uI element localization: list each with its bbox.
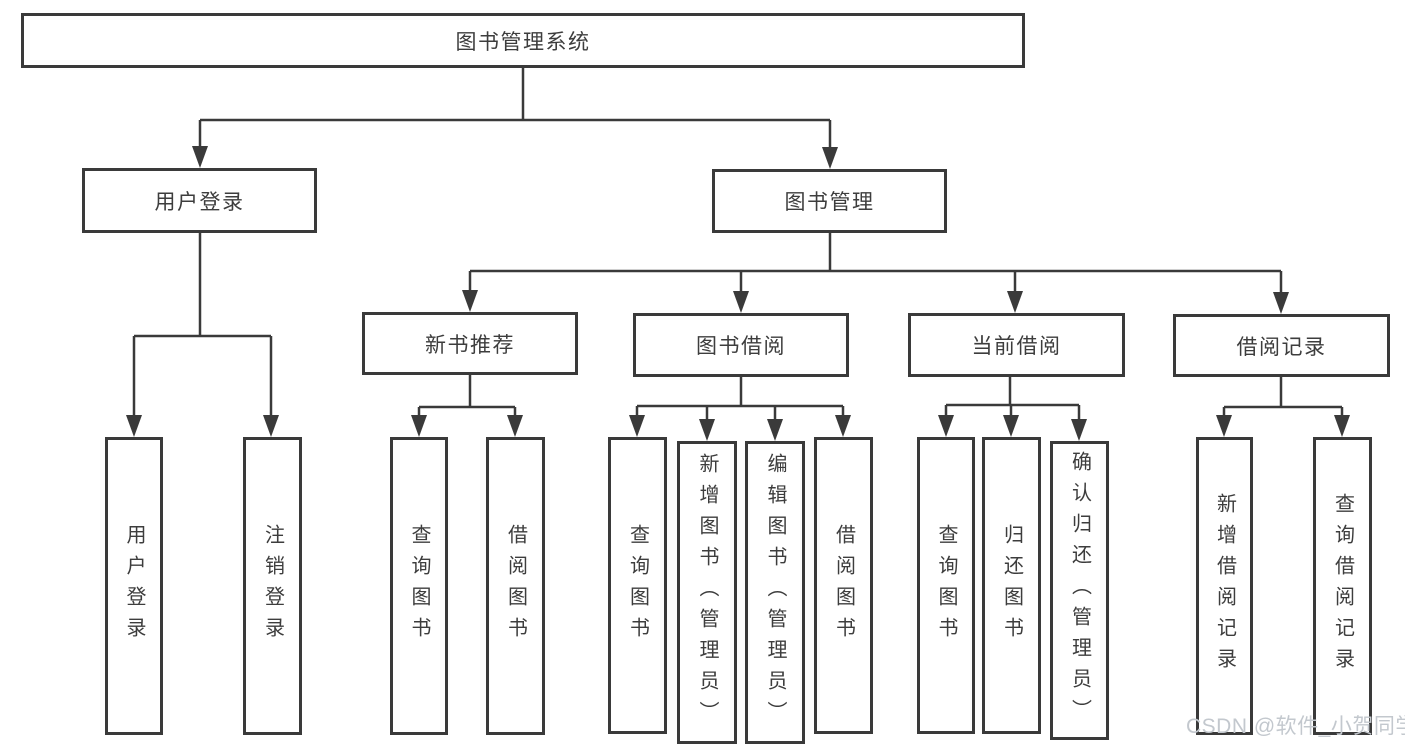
node-new-book-recommend: 新书推荐 bbox=[362, 312, 578, 375]
node-book-borrowing: 图书借阅 bbox=[633, 313, 849, 377]
leaf-recommend-query-book: 查询图书 bbox=[390, 437, 448, 735]
leaf-borrow-borrow-book: 借阅图书 bbox=[814, 437, 873, 734]
watermark: CSDN @软件_小贺同学 bbox=[1186, 715, 1405, 738]
arrowheads bbox=[126, 146, 1350, 441]
leaf-user-login-label: 用户登录 bbox=[123, 524, 145, 648]
leaf-current-return-book: 归还图书 bbox=[982, 437, 1041, 734]
node-new-book-recommend-label: 新书推荐 bbox=[425, 333, 515, 357]
node-book-management-module-label: 图书管理 bbox=[784, 191, 875, 214]
leaf-borrow-add-book-admin-label: 新增图书（管理员） bbox=[696, 453, 718, 732]
node-current-borrowing-label: 当前借阅 bbox=[971, 335, 1062, 358]
leaf-records-add-record-label: 新增借阅记录 bbox=[1213, 493, 1236, 679]
leaf-current-query-book: 查询图书 bbox=[917, 437, 975, 734]
leaf-records-query-record: 查询借阅记录 bbox=[1313, 437, 1372, 735]
leaf-current-return-book-label: 归还图书 bbox=[1000, 523, 1023, 648]
node-book-management-module: 图书管理 bbox=[712, 169, 947, 233]
leaf-current-query-book-label: 查询图书 bbox=[935, 523, 957, 648]
leaf-current-confirm-return-admin-label: 确认归还（管理员） bbox=[1068, 451, 1091, 730]
leaf-borrow-edit-book-admin-label: 编辑图书（管理员） bbox=[764, 453, 786, 732]
leaf-borrow-borrow-book-label: 借阅图书 bbox=[832, 523, 855, 648]
node-current-borrowing: 当前借阅 bbox=[908, 313, 1125, 377]
leaf-logout-label: 注销登录 bbox=[261, 524, 284, 648]
leaf-records-add-record: 新增借阅记录 bbox=[1196, 437, 1253, 735]
leaf-borrow-edit-book-admin: 编辑图书（管理员） bbox=[745, 441, 805, 744]
leaf-recommend-query-book-label: 查询图书 bbox=[408, 524, 430, 648]
node-borrowing-records: 借阅记录 bbox=[1173, 314, 1390, 377]
leaf-borrow-add-book-admin: 新增图书（管理员） bbox=[677, 441, 737, 744]
leaf-current-confirm-return-admin: 确认归还（管理员） bbox=[1050, 441, 1109, 740]
node-library-system: 图书管理系统 bbox=[21, 13, 1025, 68]
node-borrowing-records-label: 借阅记录 bbox=[1236, 335, 1327, 359]
leaf-recommend-borrow-book-label: 借阅图书 bbox=[504, 524, 527, 648]
leaf-borrow-query-book-label: 查询图书 bbox=[626, 523, 649, 648]
node-library-system-label: 图书管理系统 bbox=[455, 30, 591, 54]
node-user-login-module: 用户登录 bbox=[82, 168, 317, 233]
leaf-user-login: 用户登录 bbox=[105, 437, 163, 735]
leaf-borrow-query-book: 查询图书 bbox=[608, 437, 667, 734]
node-user-login-module-label: 用户登录 bbox=[154, 190, 245, 214]
leaf-recommend-borrow-book: 借阅图书 bbox=[486, 437, 545, 735]
leaf-logout: 注销登录 bbox=[243, 437, 302, 735]
leaf-records-query-record-label: 查询借阅记录 bbox=[1331, 493, 1354, 679]
node-book-borrowing-label: 图书借阅 bbox=[696, 335, 786, 358]
